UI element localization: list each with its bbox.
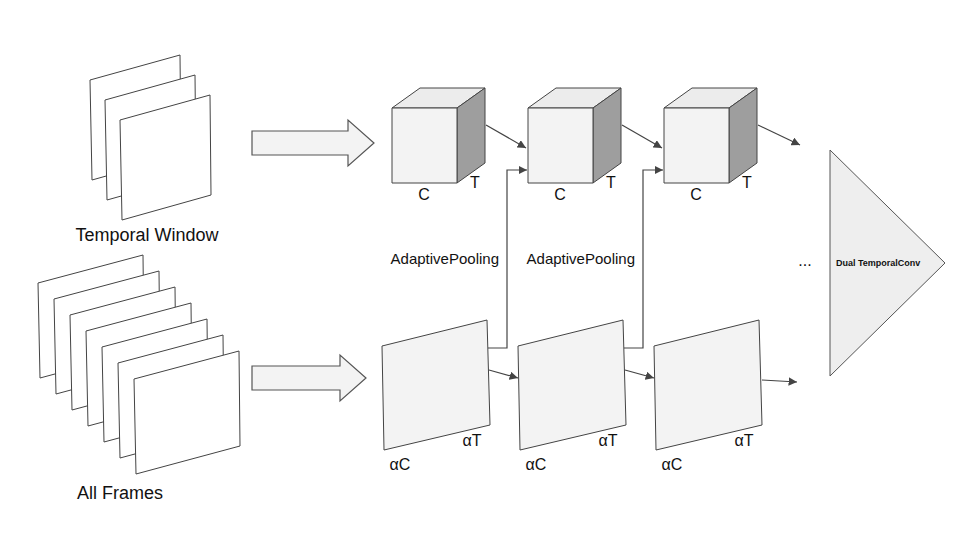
node-label: All Frames [77, 483, 163, 504]
node-label: C [690, 186, 702, 204]
feature-slab: αC αT [652, 318, 767, 478]
classifier-triangle [830, 150, 945, 376]
feature-cube: CT [388, 82, 490, 207]
flow-arrow [489, 370, 518, 378]
node-label: αT [462, 432, 481, 450]
node-label: αT [598, 432, 617, 450]
node-label: T [742, 174, 752, 192]
flow-arrow [486, 125, 526, 148]
frame-stack: All Frames [30, 240, 250, 508]
feature-cube: CT [660, 82, 762, 207]
cube-face [664, 108, 729, 183]
video-frame [134, 351, 240, 474]
node-outline [380, 318, 495, 478]
cube-face [457, 88, 485, 183]
node-outline [652, 318, 767, 478]
cube-face [528, 108, 593, 183]
node-label: Temporal Window [75, 225, 218, 246]
edge-label: AdaptivePooling [525, 250, 637, 267]
feature-slab: αC αT [380, 318, 495, 478]
feature-slab [654, 320, 762, 450]
continuation-line [758, 125, 800, 145]
classifier-block: Dual TemporalConv [828, 148, 948, 378]
flow-arrow [625, 370, 654, 378]
node-label: C [554, 186, 566, 204]
video-frame [120, 95, 211, 220]
node-outline [516, 318, 631, 478]
node-label: αC [526, 456, 547, 474]
node-label: C [418, 186, 430, 204]
block-arrow [252, 355, 366, 401]
flow-arrow [622, 125, 662, 148]
ellipsis-label: ... [798, 252, 811, 270]
cube-face [392, 108, 457, 183]
node-label: αC [662, 456, 683, 474]
feature-slab [382, 320, 490, 450]
block-arrow [252, 120, 374, 166]
frame-stack: Temporal Window [70, 55, 250, 255]
feature-slab: αC αT [516, 318, 631, 478]
node-label: αC [390, 456, 411, 474]
node-label: αT [734, 432, 753, 450]
continuation-line [762, 380, 797, 382]
cube-face [593, 88, 621, 183]
feature-slab [518, 320, 626, 450]
edge-label: AdaptivePooling [389, 250, 501, 267]
node-label: Dual TemporalConv [836, 258, 920, 268]
feature-cube: CT [524, 82, 626, 207]
cube-face [729, 88, 757, 183]
node-outline [30, 240, 250, 508]
node-label: T [606, 174, 616, 192]
node-label: T [470, 174, 480, 192]
